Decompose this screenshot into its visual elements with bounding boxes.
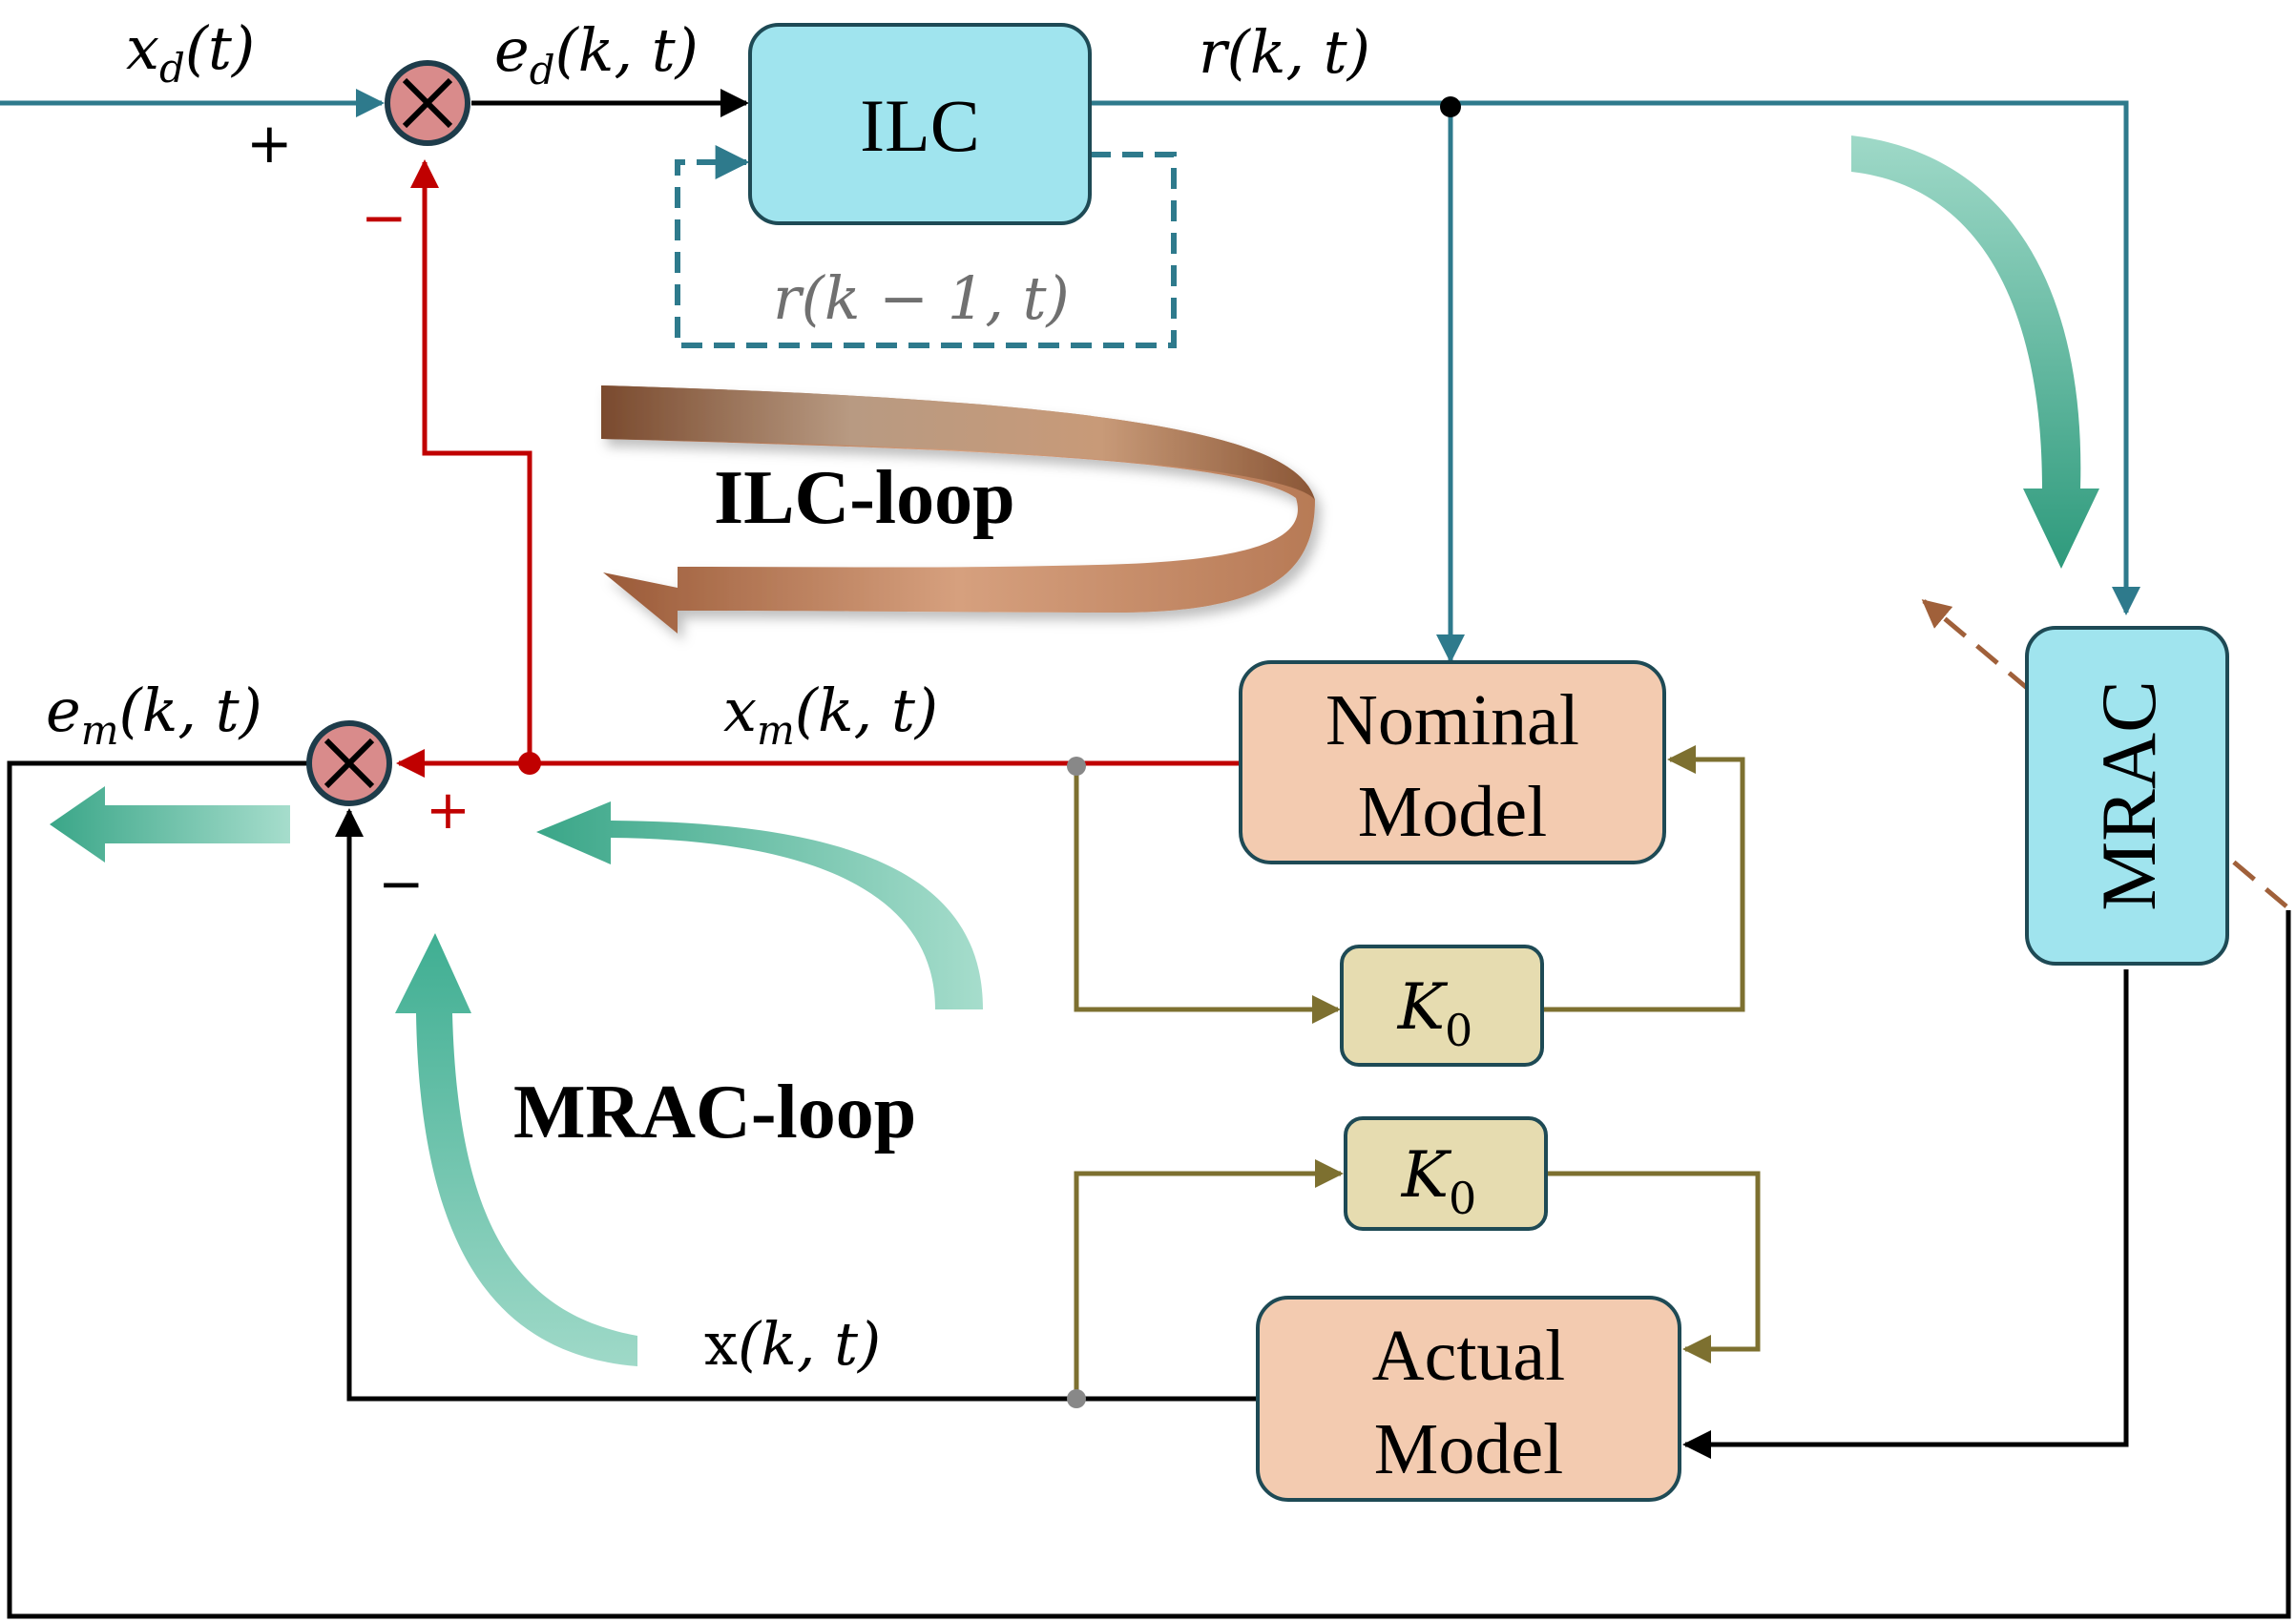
gain-top-symbol: K: [1397, 970, 1449, 1044]
nominal-model-label-line2: Model: [1358, 772, 1547, 852]
svg-text:K0: K0: [1397, 970, 1473, 1056]
mrac-right-arrow: [1851, 135, 2099, 569]
wire-actual-gain-out: [1548, 1171, 1761, 1363]
label-xd-args: (t): [185, 13, 255, 83]
label-xm-args: (k, t): [795, 676, 938, 745]
em-output-arrow: [50, 786, 290, 863]
junction-nominal: [1067, 757, 1086, 776]
label-xm-main: x: [723, 676, 757, 745]
wire-r-output: [1090, 100, 2140, 615]
nominal-model-block: Nominal Model: [1239, 660, 1666, 864]
mrac-loop-arrow-bottom: [395, 933, 637, 1366]
junction-r: [1440, 96, 1461, 117]
label-r-prev: r(k − 1, t): [773, 263, 1070, 333]
wire-x: [335, 808, 1256, 1402]
actual-model-label-line2: Model: [1374, 1409, 1563, 1489]
label-em-args: (k, t): [119, 676, 262, 745]
actual-model-block: Actual Model: [1256, 1296, 1681, 1502]
wire-nominal-gain-in: [1074, 763, 1341, 1024]
label-x-args: (k, t): [738, 1309, 881, 1379]
summer-bottom: [306, 720, 392, 806]
label-ed-main: e: [494, 15, 530, 85]
label-xm-sub: m: [757, 707, 795, 754]
label-em-sub: m: [81, 707, 119, 754]
label-ed: ed(k, t): [494, 15, 699, 94]
sign-top-plus: +: [246, 111, 293, 176]
actual-model-label-line1: Actual: [1372, 1316, 1566, 1396]
junction-xm: [518, 752, 541, 775]
ilc-loop-arrow: [601, 385, 1315, 634]
label-x-main: x: [704, 1309, 738, 1379]
label-xm: xm(k, t): [723, 676, 938, 754]
mrac-label: MRAC: [2085, 680, 2172, 911]
gain-block-top: K0: [1340, 945, 1544, 1067]
wire-nominal-gain-out: [1544, 745, 1745, 1012]
ilc-block: ILC: [748, 23, 1092, 225]
mrac-adaptation-arrow: [1921, 599, 2288, 908]
svg-text:K0: K0: [1401, 1138, 1477, 1224]
ilc-label: ILC: [860, 84, 980, 167]
gain-top-subscript: 0: [1445, 1005, 1472, 1056]
summer-top: [385, 60, 470, 146]
wire-em-feedback: [7, 760, 2291, 1619]
sign-bottom-plus: +: [426, 780, 470, 842]
wire-mrac-to-actual: [1682, 969, 2129, 1459]
ilc-loop-label: ILC-loop: [714, 456, 1015, 540]
label-r: r(k, t): [1199, 17, 1370, 87]
label-ed-sub: d: [530, 47, 555, 94]
gain-bottom-subscript: 0: [1449, 1173, 1476, 1224]
label-xd: xd(t): [126, 13, 255, 92]
wire-xm-feedback: [410, 159, 532, 763]
sign-bottom-minus: −: [378, 851, 425, 916]
gain-block-bottom: K0: [1344, 1116, 1548, 1231]
mrac-block: MRAC: [2025, 626, 2229, 966]
label-ed-args: (k, t): [555, 15, 699, 85]
wire-ilc-memory: [675, 145, 1177, 348]
junction-actual: [1067, 1389, 1086, 1408]
label-xd-sub: d: [159, 45, 185, 92]
wire-actual-gain-in: [1074, 1159, 1344, 1399]
sign-top-minus: −: [361, 185, 407, 250]
label-em-main: e: [46, 676, 81, 745]
mrac-loop-label: MRAC-loop: [513, 1071, 916, 1154]
label-xd-main: x: [126, 13, 159, 83]
label-em: em(k, t): [46, 676, 262, 754]
gain-bottom-symbol: K: [1401, 1138, 1452, 1212]
label-x: x(k, t): [704, 1309, 881, 1379]
nominal-model-label-line1: Nominal: [1325, 680, 1579, 760]
mrac-loop-arrow-top: [536, 801, 983, 1009]
